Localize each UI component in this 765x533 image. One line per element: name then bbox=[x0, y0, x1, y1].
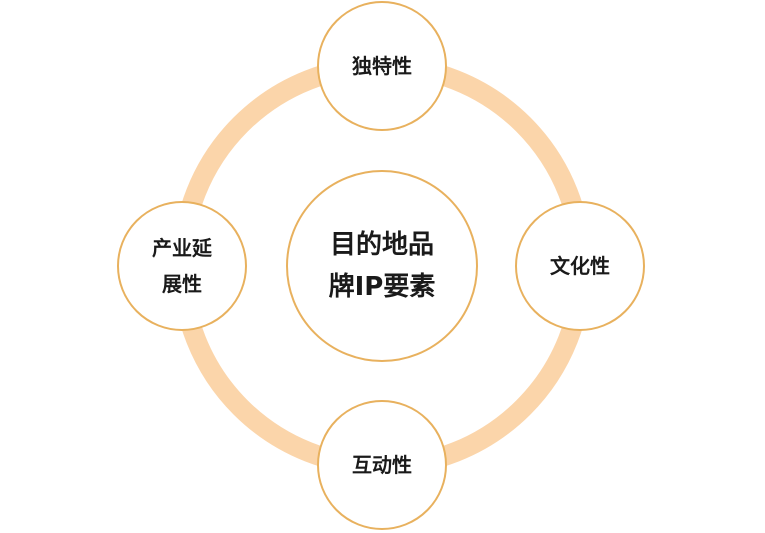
node-industry-extension-label-line2: 展性 bbox=[162, 272, 202, 296]
center-node-circle bbox=[286, 170, 478, 362]
node-industry-extension-label-line1: 产业延 bbox=[152, 236, 213, 260]
node-interaction: 互动性 bbox=[317, 400, 447, 530]
center-node: 目的地品 牌IP要素 bbox=[286, 170, 478, 362]
node-uniqueness-label: 独特性 bbox=[352, 54, 412, 78]
node-industry-extension-circle bbox=[117, 201, 247, 331]
node-uniqueness-circle bbox=[317, 1, 447, 131]
node-interaction-circle bbox=[317, 400, 447, 530]
node-interaction-label: 互动性 bbox=[352, 453, 412, 477]
node-culture: 文化性 bbox=[515, 201, 645, 331]
node-culture-label: 文化性 bbox=[550, 254, 610, 278]
center-node-label-line1: 目的地品 bbox=[330, 229, 434, 260]
node-culture-circle bbox=[515, 201, 645, 331]
node-uniqueness: 独特性 bbox=[317, 1, 447, 131]
center-node-label-line2: 牌IP要素 bbox=[329, 271, 436, 302]
node-industry-extension: 产业延 展性 bbox=[117, 201, 247, 331]
